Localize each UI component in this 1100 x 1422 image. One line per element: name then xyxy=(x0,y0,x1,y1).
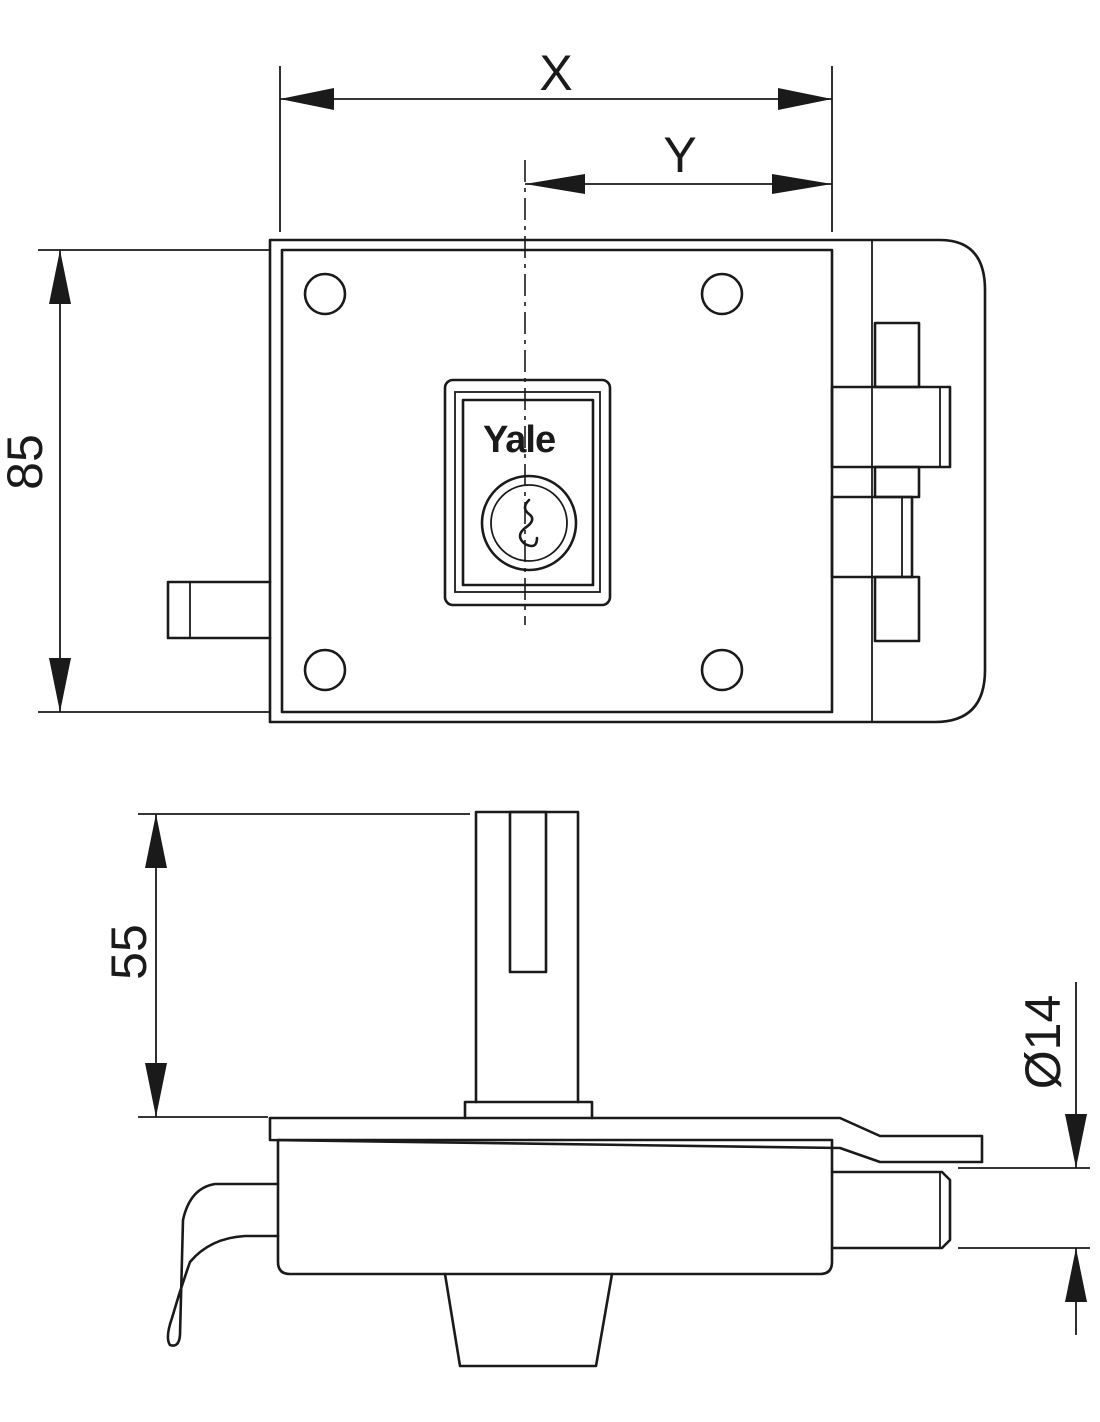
side-view xyxy=(166,810,984,1368)
dimension-55-label: 55 xyxy=(101,924,157,980)
front-plate xyxy=(280,248,834,714)
dimension-y-label: Y xyxy=(663,127,696,183)
left-pin xyxy=(166,580,272,640)
screw-holes xyxy=(303,272,744,692)
lock-case-outline xyxy=(268,238,987,724)
dimension-x: X xyxy=(279,45,833,232)
latch-bolts xyxy=(830,321,952,643)
screw-hole-bottom-left xyxy=(303,648,347,692)
flange-plate xyxy=(268,1116,984,1164)
screw-hole-bottom-right xyxy=(700,648,744,692)
dimension-height-front: 85 xyxy=(0,249,270,713)
brand-logo: Yale xyxy=(483,419,555,461)
side-body xyxy=(276,1138,834,1276)
bottom-knob xyxy=(443,1272,614,1368)
keyway-ring-inner xyxy=(490,484,568,562)
keyhole-icon xyxy=(518,498,539,548)
lever-handle xyxy=(166,1182,280,1347)
dimension-85-label: 85 xyxy=(0,434,53,490)
screw-hole-top-right xyxy=(700,272,744,316)
bolt-side xyxy=(830,1170,952,1250)
dimension-diameter-label: Ø14 xyxy=(1015,995,1071,1090)
cylinder-housing: Yale xyxy=(443,378,612,607)
front-view: Yale xyxy=(166,160,987,724)
screw-hole-top-left xyxy=(303,272,347,316)
keyway-ring-outer xyxy=(480,474,578,572)
dimension-diameter: Ø14 xyxy=(958,982,1090,1335)
dimension-y: Y xyxy=(525,127,832,194)
tailpiece xyxy=(474,810,580,1104)
dimension-x-label: X xyxy=(539,45,572,101)
dimension-height-side: 55 xyxy=(101,813,470,1118)
